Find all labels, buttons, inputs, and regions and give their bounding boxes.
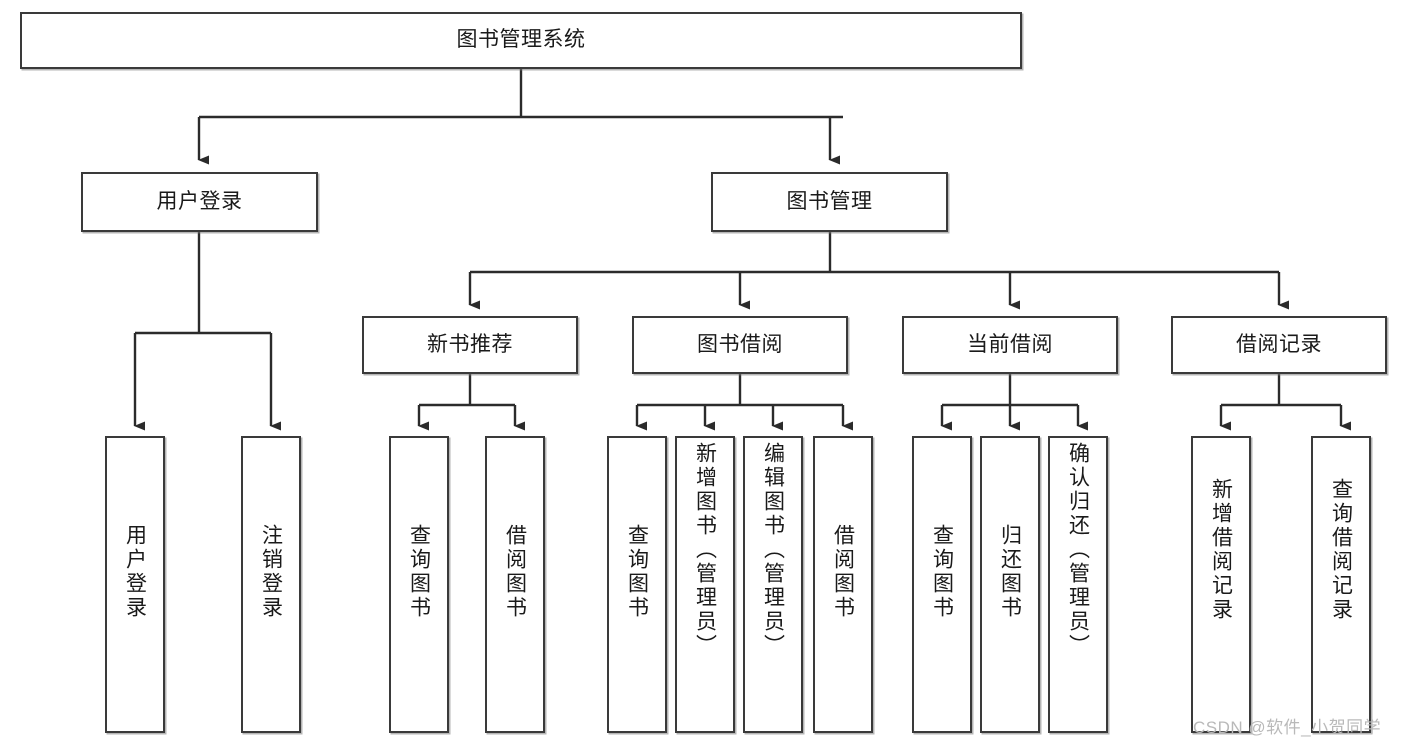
node-root-system[interactable]: 图书管理系统 [20,12,1022,69]
node-label: 图书管理 [786,189,873,213]
node-label: 编辑图书（管理员） [761,442,785,658]
node-label: 归还图书 [998,524,1022,620]
node-borrow-record[interactable]: 借阅记录 [1171,316,1387,374]
node-label: 新增图书（管理员） [693,442,717,658]
node-leaf-borrow-edit-book-admin[interactable]: 编辑图书（管理员） [743,436,803,733]
node-label: 注销登录 [259,524,283,620]
node-label: 用户登录 [123,524,147,620]
node-label: 图书借阅 [697,332,783,356]
node-label: 借阅图书 [831,524,855,620]
node-leaf-borrow-add-book-admin[interactable]: 新增图书（管理员） [675,436,735,733]
node-leaf-new-book-query[interactable]: 查询图书 [389,436,449,733]
node-label: 借阅记录 [1236,332,1322,356]
node-leaf-new-book-borrow[interactable]: 借阅图书 [485,436,545,733]
node-label: 当前借阅 [967,332,1053,356]
node-new-book-recommend[interactable]: 新书推荐 [362,316,578,374]
node-leaf-record-query-record[interactable]: 查询借阅记录 [1311,436,1371,733]
node-label: 确认归还（管理员） [1066,442,1090,658]
node-leaf-borrow-query-book[interactable]: 查询图书 [607,436,667,733]
node-label: 新书推荐 [427,332,513,356]
node-leaf-record-add-record[interactable]: 新增借阅记录 [1191,436,1251,733]
node-leaf-user-login-signin[interactable]: 用户登录 [105,436,165,733]
node-book-management[interactable]: 图书管理 [711,172,948,232]
node-label: 图书管理系统 [456,28,586,52]
node-label: 查询图书 [625,524,649,620]
node-user-login[interactable]: 用户登录 [81,172,318,232]
node-leaf-user-login-signout[interactable]: 注销登录 [241,436,301,733]
node-book-borrow[interactable]: 图书借阅 [632,316,848,374]
node-leaf-current-query-book[interactable]: 查询图书 [912,436,972,733]
node-label: 新增借阅记录 [1209,478,1233,622]
node-label: 查询借阅记录 [1329,478,1353,622]
node-label: 查询图书 [407,524,431,620]
node-leaf-current-return-book[interactable]: 归还图书 [980,436,1040,733]
node-leaf-current-confirm-return-admin[interactable]: 确认归还（管理员） [1048,436,1108,733]
watermark-text: CSDN @软件_小贺同学 [1193,718,1382,737]
node-label: 查询图书 [930,524,954,620]
node-leaf-borrow-borrow-book[interactable]: 借阅图书 [813,436,873,733]
node-label: 借阅图书 [503,524,527,620]
node-label: 用户登录 [156,189,243,213]
node-current-borrow[interactable]: 当前借阅 [902,316,1118,374]
